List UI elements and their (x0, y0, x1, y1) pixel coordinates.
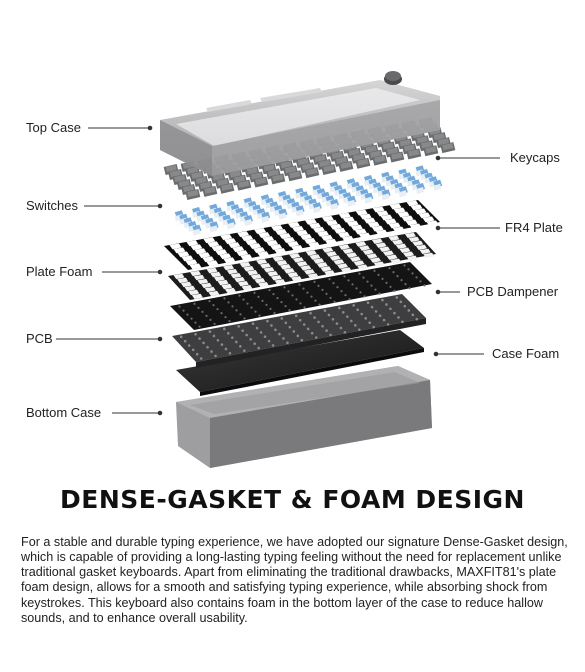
label-keycaps: Keycaps (510, 150, 560, 165)
label-switches: Switches (26, 198, 79, 213)
label-top-case: Top Case (26, 120, 81, 135)
label-pcb: PCB (26, 331, 53, 346)
top-case-layer (160, 71, 440, 176)
keyboard-layers-illustration (56, 71, 500, 468)
label-bottom-case: Bottom Case (26, 405, 102, 420)
pcb-layer (172, 294, 426, 368)
description-paragraph: For a stable and durable typing experien… (21, 534, 568, 626)
plate-foam-layer (168, 232, 436, 300)
bottom-case-layer (176, 366, 432, 468)
case-foam-layer (176, 330, 424, 396)
switches-layer (174, 165, 443, 236)
label-plate-foam: Plate Foam (26, 264, 93, 279)
label-fr4-plate: FR4 Plate (505, 220, 563, 235)
page-heading: DENSE-GASKET & FOAM DESIGN (60, 485, 525, 514)
pcb-dampener-layer (170, 262, 432, 330)
exploded-keyboard-diagram: Top Case Switches Plate Foam PCB Bottom … (26, 71, 563, 468)
leader-lines (56, 125, 500, 416)
label-pcb-dampener: PCB Dampener (467, 284, 559, 299)
label-case-foam: Case Foam (492, 346, 560, 361)
fr4-plate-layer (164, 200, 440, 270)
